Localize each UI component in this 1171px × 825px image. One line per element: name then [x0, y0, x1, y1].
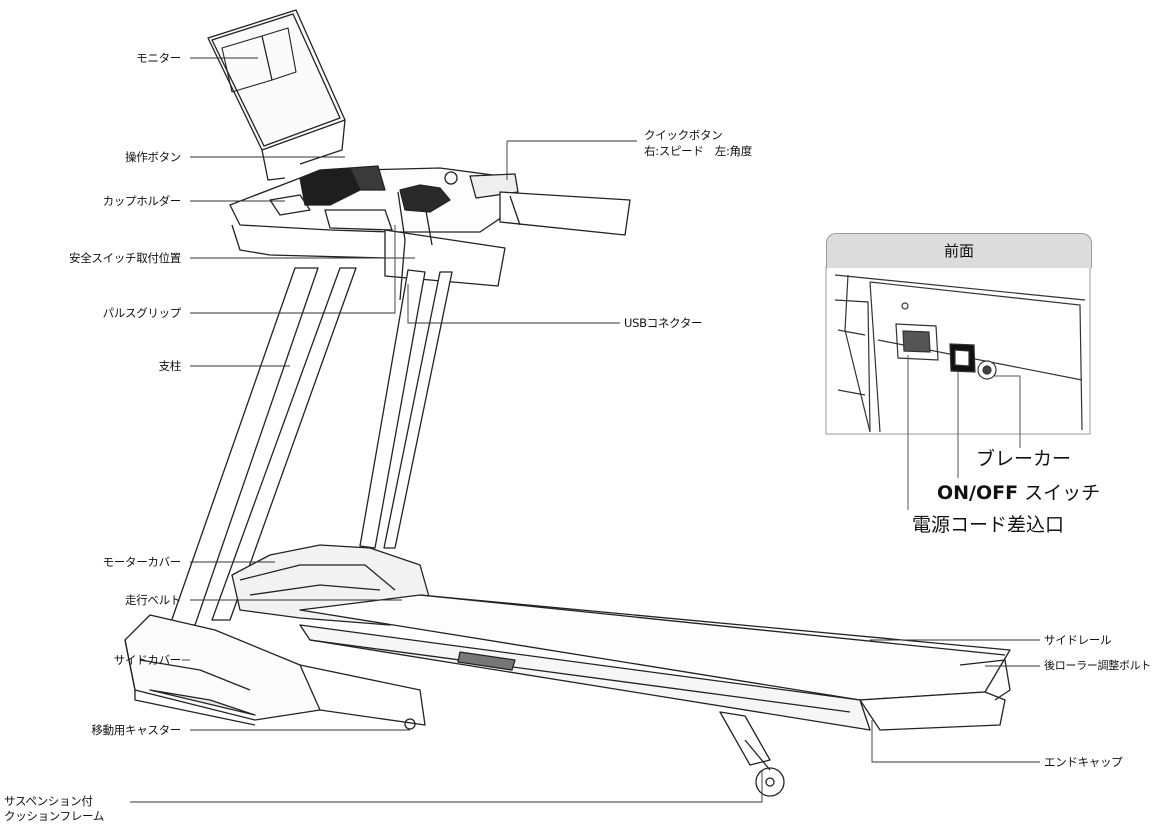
label-side-cover: サイドカバー — [113, 653, 182, 667]
console — [229, 165, 631, 301]
label-monitor: モニター — [136, 51, 181, 65]
label-onoff-bold: ON/OFF — [937, 482, 1019, 504]
monitor-screen — [207, 9, 346, 181]
label-breaker: ブレーカー — [976, 448, 1072, 470]
label-motor-cover: モーターカバー — [102, 555, 182, 569]
label-onoff-rest: スイッチ — [1018, 482, 1101, 504]
leader-lines — [130, 57, 1040, 803]
label-rear-roller-bolt: 後ローラー調整ボルト — [1044, 659, 1151, 672]
label-running-belt: 走行ベルト — [125, 593, 181, 607]
label-power-inlet: 電源コード差込口 — [912, 514, 1065, 536]
label-quick-button-sub: 右:スピード 左:角度 — [644, 144, 752, 158]
inset-panel — [825, 266, 1091, 510]
label-usb-connector: USBコネクター — [624, 316, 703, 330]
label-upright: 支柱 — [158, 359, 182, 373]
label-pulse-grip: パルスグリップ — [102, 306, 182, 320]
label-safety-switch: 安全スイッチ取付位置 — [69, 251, 181, 265]
label-side-rail: サイドレール — [1044, 633, 1112, 647]
inset-title: 前面 — [826, 233, 1092, 268]
label-suspension-2: クッションフレーム — [4, 809, 105, 823]
deck — [299, 594, 1011, 731]
label-cup-holder: カップホルダー — [102, 194, 182, 208]
label-casters: 移動用キャスター — [91, 723, 181, 737]
label-suspension-1: サスペンション付 — [4, 794, 93, 808]
label-control-buttons: 操作ボタン — [125, 150, 181, 164]
base-side-cover — [124, 614, 785, 797]
label-quick-button: クイックボタン — [644, 128, 723, 142]
label-onoff-switch: ON/OFF スイッチ — [937, 482, 1100, 504]
label-end-cap: エンドキャップ — [1044, 755, 1123, 769]
uprights — [169, 267, 453, 626]
